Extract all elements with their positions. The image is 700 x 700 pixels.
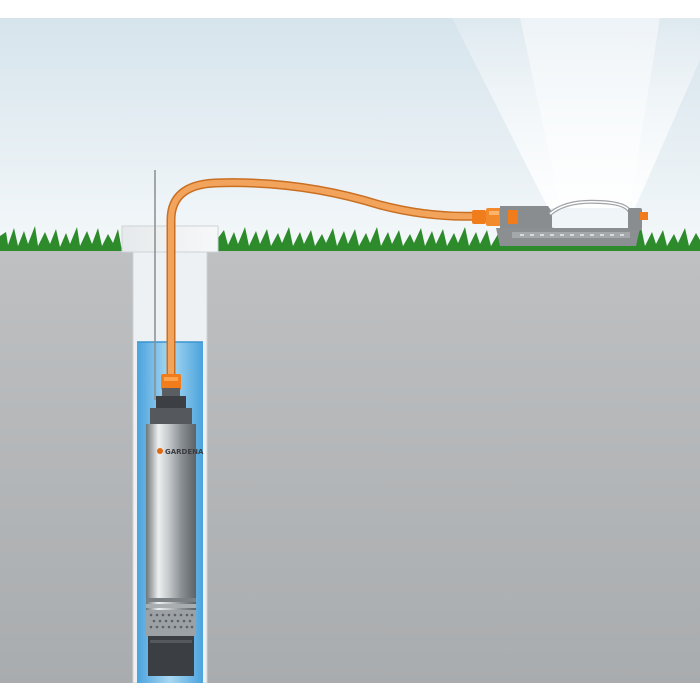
bottom-margin	[0, 683, 700, 700]
pump-hose-connector	[161, 374, 181, 396]
grass-left	[0, 226, 122, 251]
ground	[0, 251, 700, 683]
pump-intake-screen	[146, 610, 196, 636]
pump-body	[146, 424, 196, 610]
pump-brand-label: GARDENA	[165, 448, 204, 456]
submersible-pump-icon: GARDENA	[146, 396, 204, 676]
pump-intake-holes	[149, 613, 194, 629]
water-spray	[452, 18, 700, 208]
oscillating-sprinkler-icon	[472, 199, 648, 246]
water-spray-inner	[520, 18, 660, 205]
grass-right	[218, 227, 700, 251]
sprinkler-nozzles	[520, 234, 624, 236]
garden-hose-highlight	[168, 179, 481, 383]
top-margin	[0, 0, 700, 18]
pump-logo-mark	[157, 448, 163, 454]
